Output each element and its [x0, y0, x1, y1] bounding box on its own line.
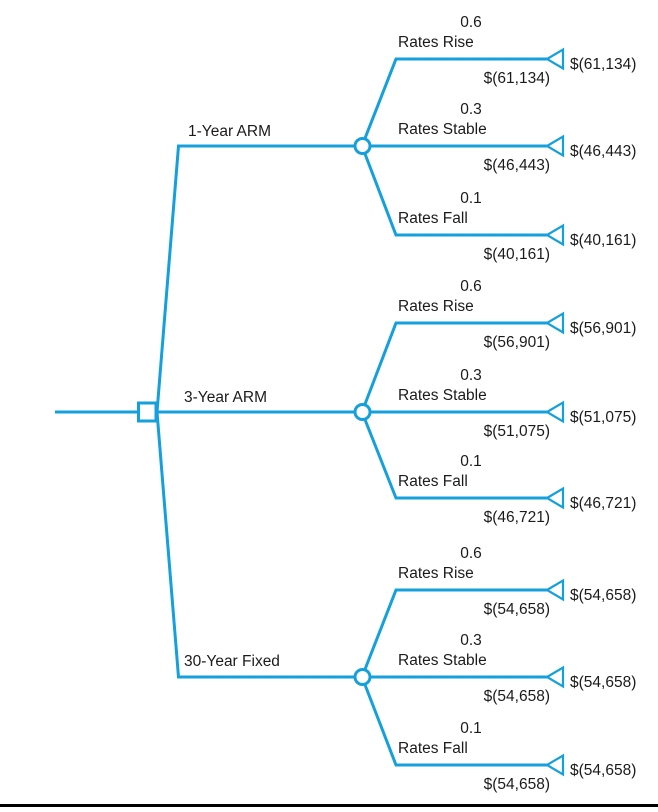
outcome-label: Rates Stable: [398, 121, 487, 138]
chance-branch-line: [360, 588, 547, 678]
option-label: 1-Year ARM: [188, 123, 271, 140]
probability-label: 0.3: [460, 367, 482, 384]
probability-label: 0.6: [460, 278, 482, 295]
terminal-value-label: $(54,658): [570, 587, 637, 604]
chance-branch-line: [360, 411, 547, 500]
terminal-value-label: $(56,901): [570, 320, 637, 337]
probability-label: 0.1: [460, 453, 482, 470]
branch-value-label: $(51,075): [483, 423, 550, 440]
branch-value-label: $(61,134): [483, 70, 550, 87]
option-branch-line-1yr: [155, 144, 354, 413]
outcome-label: Rates Stable: [398, 652, 487, 669]
terminal-value-label: $(40,161): [570, 232, 637, 249]
terminal-node-triangle: [544, 753, 565, 777]
terminal-node-triangle: [544, 223, 565, 247]
terminal-node-triangle: [544, 134, 565, 158]
chance-node-circle: [353, 668, 372, 686]
probability-label: 0.6: [460, 14, 482, 31]
probability-label: 0.1: [460, 720, 482, 737]
branch-value-label: $(40,161): [483, 246, 550, 263]
branch-value-label: $(54,658): [483, 776, 550, 793]
terminal-value-label: $(54,658): [570, 762, 637, 779]
terminal-node-triangle: [544, 400, 565, 424]
outcome-label: Rates Fall: [398, 473, 468, 490]
terminal-value-label: $(61,134): [570, 56, 637, 73]
branch-value-label: $(54,658): [483, 601, 550, 618]
chance-node-circle: [353, 403, 372, 421]
chance-branch-line: [360, 676, 547, 767]
probability-label: 0.1: [460, 190, 482, 207]
terminal-value-label: $(51,075): [570, 409, 637, 426]
terminal-node-triangle: [544, 486, 565, 510]
probability-label: 0.6: [460, 545, 482, 562]
outcome-label: Rates Rise: [398, 298, 474, 315]
branch-value-label: $(56,901): [483, 334, 550, 351]
decision-node-square: [137, 401, 158, 423]
outcome-label: Rates Fall: [398, 740, 468, 757]
probability-label: 0.3: [460, 101, 482, 118]
outcome-label: Rates Fall: [398, 210, 468, 227]
branch-value-label: $(46,721): [483, 509, 550, 526]
chance-branch-line: [360, 145, 547, 237]
terminal-node-triangle: [544, 665, 565, 689]
terminal-node-triangle: [544, 47, 565, 71]
terminal-value-label: $(46,721): [570, 495, 637, 512]
outcome-label: Rates Rise: [398, 34, 474, 51]
terminal-node-triangle: [544, 578, 565, 602]
option-label: 3-Year ARM: [184, 389, 267, 406]
terminal-value-label: $(46,443): [570, 143, 637, 160]
chance-branch-line: [360, 57, 547, 147]
option-label: 30-Year Fixed: [184, 653, 280, 670]
terminal-node-triangle: [544, 311, 565, 335]
option-branch-line-30yr: [155, 411, 354, 679]
outcome-label: Rates Stable: [398, 387, 487, 404]
outcome-label: Rates Rise: [398, 565, 474, 582]
terminal-value-label: $(54,658): [570, 674, 637, 691]
page-bottom-rule: [0, 804, 658, 807]
chance-node-circle: [353, 137, 372, 155]
branch-value-label: $(46,443): [483, 157, 550, 174]
chance-branch-line: [360, 321, 547, 413]
probability-label: 0.3: [460, 632, 482, 649]
branch-value-label: $(54,658): [483, 688, 550, 705]
